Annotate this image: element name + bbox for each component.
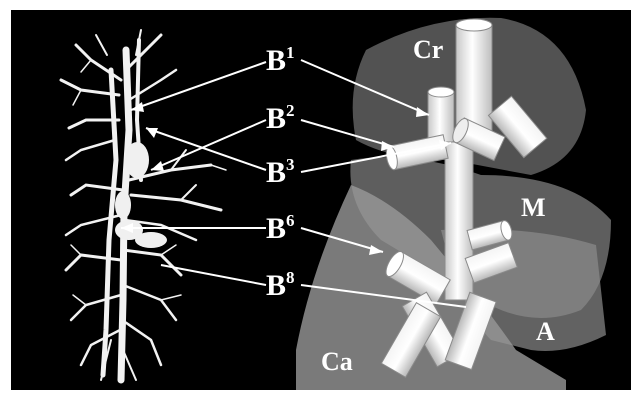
label-b3: B3 bbox=[266, 155, 295, 189]
figure-panel: B1 B2 B3 B6 B8 Cr M A Ca bbox=[11, 10, 631, 390]
label-b2: B2 bbox=[266, 101, 295, 135]
bronchial-tree-render bbox=[61, 30, 226, 380]
region-label-m: M bbox=[521, 193, 546, 222]
bronchial-diagram: B1 B2 B3 B6 B8 Cr M A Ca bbox=[11, 10, 631, 390]
region-label-a: A bbox=[536, 317, 555, 346]
region-label-cr: Cr bbox=[413, 35, 443, 64]
label-b1: B1 bbox=[266, 43, 295, 77]
label-b6: B6 bbox=[266, 211, 295, 245]
label-b8: B8 bbox=[266, 268, 295, 302]
leader-b2-left bbox=[151, 120, 266, 170]
leader-b8-left bbox=[161, 265, 266, 285]
region-label-ca: Ca bbox=[321, 347, 353, 376]
